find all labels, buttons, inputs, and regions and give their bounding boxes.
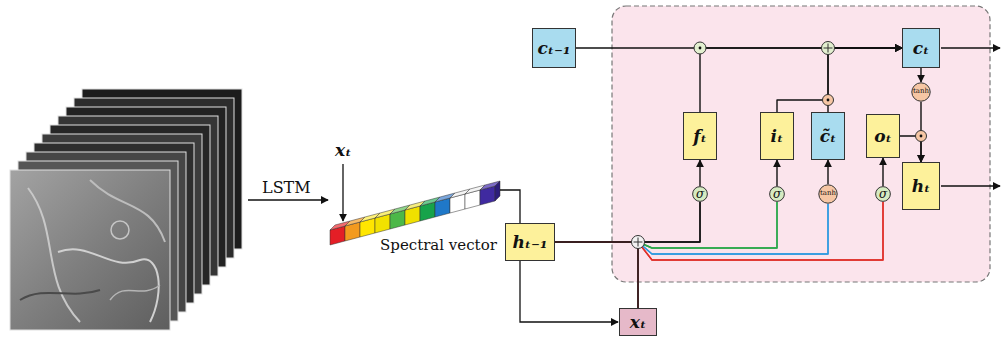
input-box: xₜ: [619, 308, 657, 336]
sigmoid-circle: σ: [875, 186, 891, 202]
tanh-circle: tanh: [911, 82, 931, 102]
sigmoid-circle: σ: [692, 186, 708, 202]
output-arrow: [941, 47, 1000, 48]
vector-caption: Spectral vector: [380, 237, 497, 254]
connector: [555, 204, 828, 254]
multiply-symbol: [699, 47, 702, 50]
connector: [777, 48, 902, 112]
multiply-symbol: [916, 131, 927, 142]
multiply-symbol: [823, 95, 834, 106]
connector: [555, 202, 777, 248]
pointer-arrow: [342, 164, 343, 221]
concat-symbol: [632, 236, 645, 249]
state-label: fₜ: [693, 128, 707, 145]
function-symbol: tanh: [820, 190, 836, 197]
function-symbol: σ: [696, 188, 704, 200]
spectral-band-image: [10, 170, 170, 330]
image-texture: [90, 180, 165, 242]
cell-state-box: cₜ₋₁: [532, 28, 576, 68]
connector-group: [555, 48, 921, 308]
connector: [827, 160, 828, 184]
connector: [638, 202, 700, 308]
state-label: xₜ: [630, 314, 646, 331]
function-symbol: σ: [773, 188, 781, 200]
add-symbol: [824, 44, 833, 53]
state-label: hₜ₋₁: [512, 234, 547, 251]
state-label: hₜ: [912, 178, 931, 195]
image-texture: [20, 290, 100, 300]
circle-outline: [770, 187, 785, 202]
connector: [638, 204, 828, 308]
add-symbol: [822, 42, 835, 55]
input-feed-line: [500, 190, 618, 322]
state-label: c̃ₜ: [820, 128, 837, 145]
sigmoid-circle: σ: [769, 186, 785, 202]
concat-symbol: [634, 238, 643, 247]
output-arrow: [941, 185, 1000, 186]
connector: [638, 202, 777, 308]
function-symbol: tanh: [913, 88, 929, 95]
tanh-circle: tanh: [818, 184, 838, 204]
state-label: iₜ: [771, 128, 784, 145]
hidden-state-box: hₜ: [902, 162, 940, 210]
candidate-box: c̃ₜ: [811, 112, 845, 160]
flow-arrow: [248, 199, 328, 200]
connector: [700, 48, 902, 112]
connector: [920, 68, 921, 82]
circle-outline: [912, 83, 930, 101]
connector: [882, 158, 883, 186]
multiply-symbol: [827, 99, 830, 102]
circle-outline: [876, 187, 891, 202]
connector: [638, 202, 883, 308]
state-label: cₜ: [913, 40, 930, 57]
connector: [555, 202, 700, 242]
circle-outline: [693, 187, 708, 202]
connector: [555, 202, 883, 260]
hidden-state-box: hₜ₋₁: [505, 223, 555, 261]
spectral-cube: [495, 181, 500, 201]
function-symbol: σ: [879, 188, 887, 200]
image-texture: [58, 249, 159, 322]
image-texture: [28, 188, 80, 322]
image-texture: [110, 285, 160, 300]
multiply-symbol: [920, 135, 923, 138]
multiply-symbol: [694, 42, 706, 54]
connector: [776, 160, 777, 186]
cell-state-box: cₜ: [902, 28, 940, 68]
state-label: cₜ₋₁: [537, 40, 570, 57]
gate-box: iₜ: [760, 112, 794, 160]
gate-box: fₜ: [683, 112, 717, 160]
gate-box: oₜ: [866, 114, 900, 158]
vector-element-label: xₜ: [335, 141, 351, 161]
image-texture: [111, 221, 129, 239]
method-label: LSTM: [262, 179, 311, 197]
connector: [828, 48, 902, 112]
circle-outline: [819, 185, 837, 203]
state-label: oₜ: [874, 128, 892, 145]
connector: [699, 160, 700, 186]
